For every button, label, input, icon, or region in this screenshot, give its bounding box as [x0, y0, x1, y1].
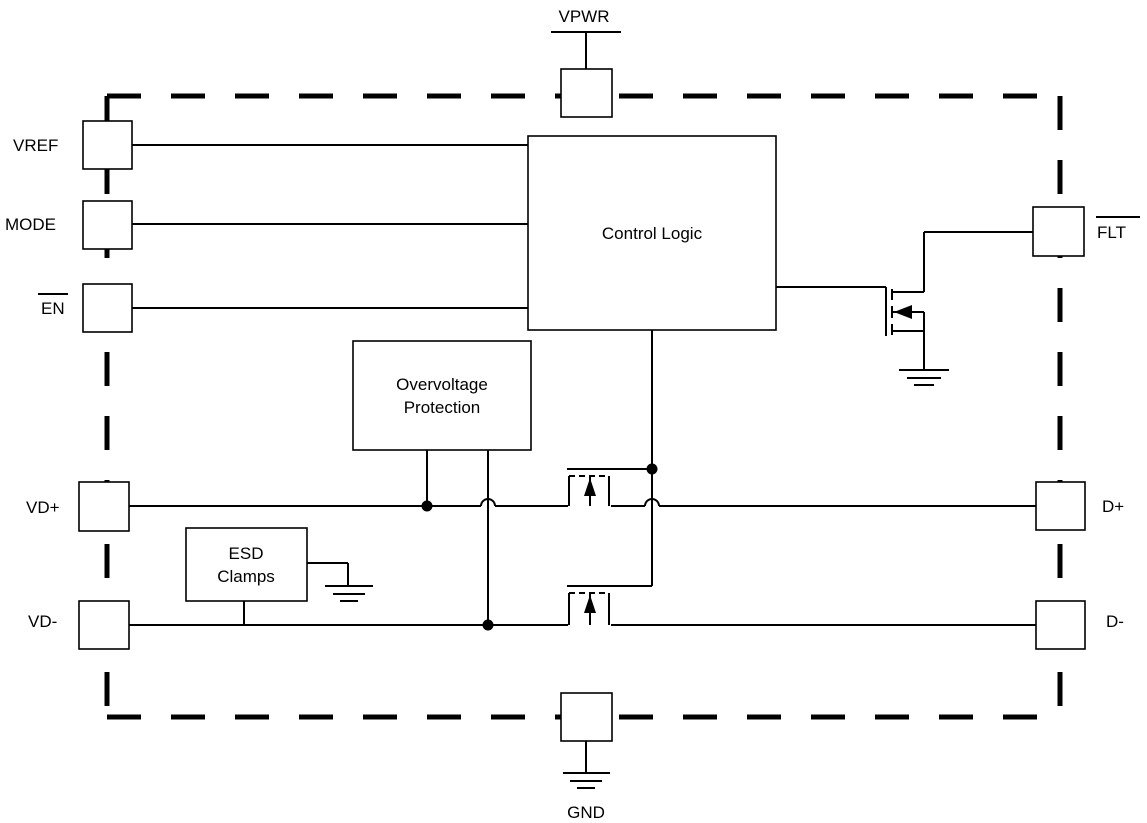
- d-plus-pin: D+: [1035, 481, 1124, 531]
- vref-pin: VREF: [13, 120, 528, 170]
- vpwr-pin: VPWR: [551, 7, 621, 118]
- vd-minus-pin: VD-: [28, 600, 130, 650]
- ground-symbol-icon: [563, 772, 610, 789]
- flt-label: FLT: [1097, 223, 1126, 242]
- junction-dot: [421, 500, 433, 512]
- overvoltage-connections: [421, 450, 494, 631]
- gnd-pin: GND: [560, 692, 613, 822]
- gnd-label: GND: [567, 803, 605, 822]
- vpwr-label: VPWR: [559, 7, 610, 26]
- vd-minus-signal-path: [129, 601, 1036, 626]
- flt-pin: FLT: [1032, 206, 1140, 257]
- overvoltage-protection-block: Overvoltage Protection: [352, 340, 532, 451]
- vd-minus-label: VD-: [28, 612, 57, 631]
- d-plus-label: D+: [1102, 497, 1124, 516]
- en-label: EN: [41, 299, 65, 318]
- mode-pin: MODE: [5, 200, 528, 250]
- lower-fet-switch-icon: [567, 585, 611, 625]
- esd-clamps-block: ESD Clamps: [185, 527, 373, 602]
- junction-dot: [482, 619, 494, 631]
- overvoltage-label-line1: Overvoltage: [396, 375, 488, 394]
- esd-label-line1: ESD: [229, 544, 264, 563]
- vref-label: VREF: [13, 136, 58, 155]
- mode-label: MODE: [5, 215, 56, 234]
- upper-fet-switch-icon: [567, 468, 611, 506]
- d-minus-pin: D-: [1035, 600, 1124, 650]
- esd-ground-icon: [325, 585, 373, 602]
- fault-nmos-transistor-icon: [776, 231, 1033, 369]
- control-logic-block: Control Logic: [527, 135, 777, 331]
- d-minus-label: D-: [1106, 612, 1124, 631]
- overvoltage-label-line2: Protection: [404, 398, 481, 417]
- gate-drive-connections: [567, 330, 658, 587]
- vd-plus-pin: VD+: [26, 481, 130, 532]
- control-logic-label: Control Logic: [602, 224, 703, 243]
- en-pin: EN: [38, 283, 528, 333]
- vd-plus-label: VD+: [26, 498, 60, 517]
- vd-plus-signal-path: [129, 498, 1036, 507]
- esd-label-line2: Clamps: [217, 567, 275, 586]
- fault-ground-icon: [899, 369, 949, 386]
